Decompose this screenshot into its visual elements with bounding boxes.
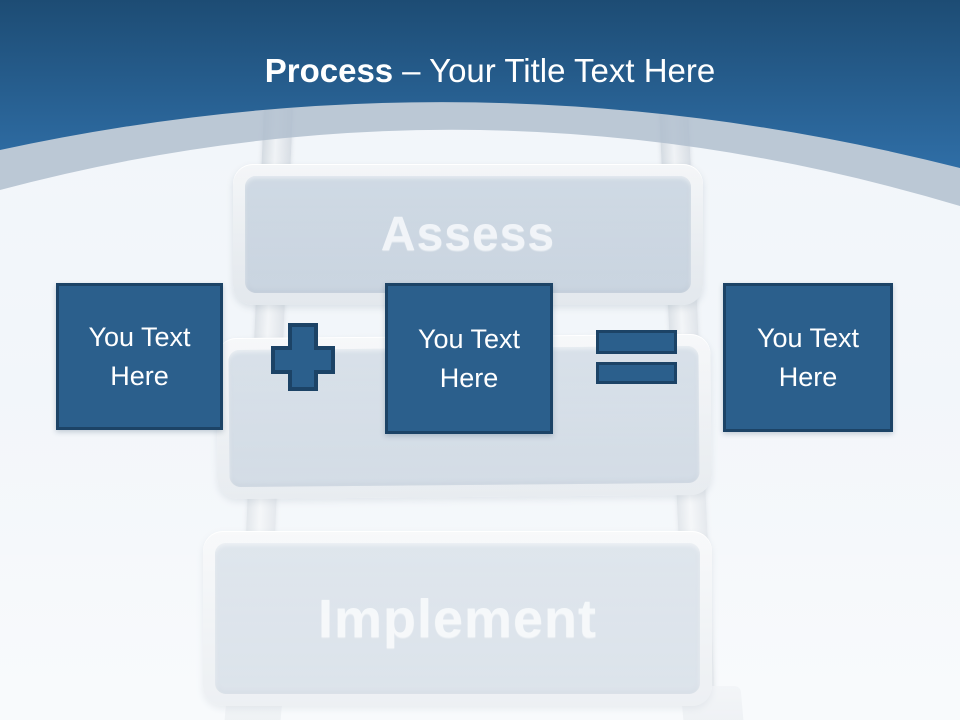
text-box-right[interactable]: You Text Here	[723, 283, 893, 432]
text-box-line1: You Text	[417, 323, 521, 354]
text-box-line2: Here	[778, 361, 838, 392]
sign-board-label: Assess	[380, 208, 556, 261]
sign-board-label: Implement	[317, 588, 598, 649]
text-box-line1: You Text	[88, 321, 191, 352]
text-box-center[interactable]: You Text Here	[385, 283, 553, 434]
text-box-line2: Here	[110, 360, 169, 391]
sign-board-face: Implement	[215, 543, 700, 694]
sign-board-implement[interactable]: Implement	[203, 531, 712, 706]
text-box-line2: Here	[439, 362, 499, 393]
equals-icon[interactable]	[596, 330, 677, 384]
text-box-left[interactable]: You Text Here	[56, 283, 223, 430]
text-box-line1: You Text	[756, 322, 860, 353]
equals-bar-bottom	[596, 362, 677, 384]
plus-icon[interactable]	[269, 321, 337, 393]
plus-icon-shape	[271, 323, 335, 391]
equals-bar-top	[596, 330, 677, 354]
